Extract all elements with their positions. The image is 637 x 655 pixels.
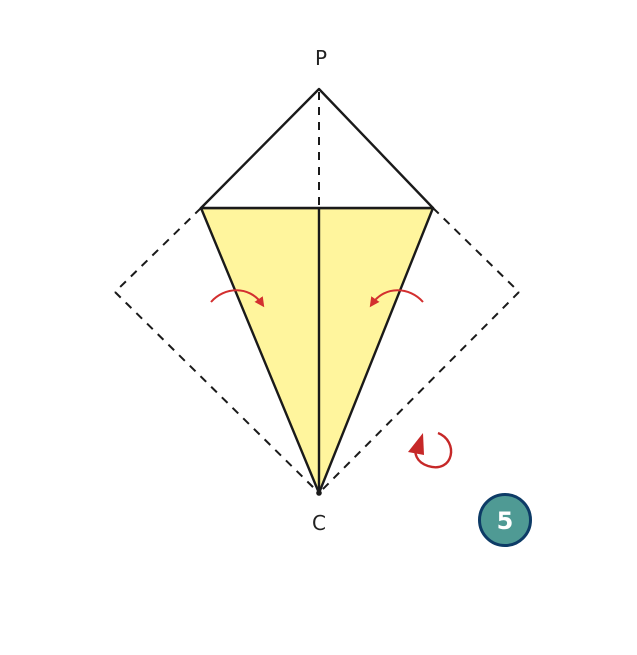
top-triangle [199,87,435,210]
folded-kite-flaps [199,206,435,495]
left-fold-arrow-icon [210,289,265,308]
step-number: 5 [497,507,514,535]
turn-over-arrow-icon [408,431,453,469]
original-square-dashed-outline [114,207,520,494]
bottom-vertex-point [316,490,322,496]
top-vertex-label: P [315,46,327,70]
bottom-vertex-label: C [312,511,326,535]
right-fold-arrow-icon [369,289,424,308]
step-badge: 5 [478,493,532,547]
